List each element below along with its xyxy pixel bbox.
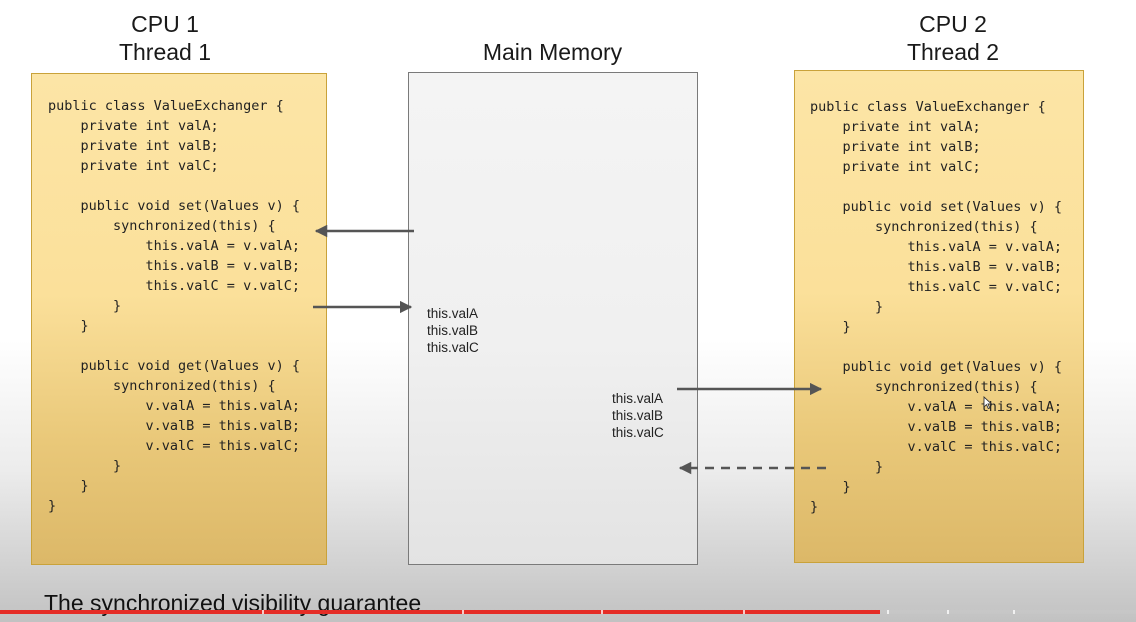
code-line: this.valC = v.valC; bbox=[810, 279, 1062, 295]
code-line: } bbox=[48, 498, 57, 514]
code-line: private int valB; bbox=[48, 138, 219, 154]
code-line: v.valC = this.valC; bbox=[48, 438, 300, 454]
memory-variable: this.valB bbox=[427, 323, 479, 338]
code-line: synchronized(this) { bbox=[810, 379, 1038, 395]
video-progress-bar[interactable] bbox=[0, 610, 1136, 614]
cpu1-box bbox=[31, 73, 327, 565]
code-line: this.valC = v.valC; bbox=[48, 278, 300, 294]
cpu2-box bbox=[794, 70, 1084, 563]
code-line: } bbox=[48, 478, 89, 494]
memory-variable: this.valA bbox=[427, 306, 479, 321]
code-line: v.valA = this.valA; bbox=[810, 399, 1062, 415]
cpu2-title: CPU 2 Thread 2 bbox=[848, 10, 1058, 66]
code-line: this.valB = v.valB; bbox=[48, 258, 300, 274]
code-line: private int valB; bbox=[810, 139, 981, 155]
cpu1-title-line1: CPU 1 bbox=[131, 11, 199, 37]
code-line: } bbox=[810, 479, 851, 495]
code-line: synchronized(this) { bbox=[48, 218, 276, 234]
memory-variable: this.valC bbox=[427, 340, 479, 355]
code-line: public class ValueExchanger { bbox=[48, 98, 284, 114]
cpu2-title-line2: Thread 2 bbox=[906, 39, 1000, 65]
progress-fill bbox=[0, 610, 881, 614]
code-line: } bbox=[48, 458, 122, 474]
code-line: public void get(Values v) { bbox=[48, 358, 300, 374]
code-line: } bbox=[48, 298, 122, 314]
code-line: v.valB = this.valB; bbox=[810, 419, 1062, 435]
code-line: } bbox=[810, 499, 819, 515]
cpu1-title-line2: Thread 1 bbox=[118, 39, 212, 65]
main-memory-box bbox=[408, 72, 698, 565]
code-line: this.valA = v.valA; bbox=[48, 238, 300, 254]
code-line: v.valB = this.valB; bbox=[48, 418, 300, 434]
cpu1-code: public class ValueExchanger { private in… bbox=[48, 96, 300, 516]
code-line: this.valB = v.valB; bbox=[810, 259, 1062, 275]
code-line: public class ValueExchanger { bbox=[810, 99, 1046, 115]
memory-vars-right: this.valA this.valB this.valC bbox=[612, 390, 664, 441]
code-line: synchronized(this) { bbox=[810, 219, 1038, 235]
memory-title: Main Memory bbox=[482, 39, 623, 65]
mouse-cursor-icon bbox=[983, 396, 993, 410]
code-line: } bbox=[810, 299, 884, 315]
cpu1-title: CPU 1 Thread 1 bbox=[60, 10, 270, 66]
code-line: this.valA = v.valA; bbox=[810, 239, 1062, 255]
code-line: public void set(Values v) { bbox=[810, 199, 1062, 215]
cpu2-title-line1: CPU 2 bbox=[919, 11, 987, 37]
code-line: public void get(Values v) { bbox=[810, 359, 1062, 375]
memory-variable: this.valA bbox=[612, 391, 664, 406]
code-line: synchronized(this) { bbox=[48, 378, 276, 394]
code-line: private int valA; bbox=[810, 119, 981, 135]
cpu2-code: public class ValueExchanger { private in… bbox=[810, 97, 1062, 517]
code-line: } bbox=[810, 319, 851, 335]
code-line: private int valC; bbox=[48, 158, 219, 174]
code-line: private int valC; bbox=[810, 159, 981, 175]
code-line: v.valA = this.valA; bbox=[48, 398, 300, 414]
memory-variable: this.valB bbox=[612, 408, 664, 423]
code-line: v.valC = this.valC; bbox=[810, 439, 1062, 455]
memory-vars-left: this.valA this.valB this.valC bbox=[427, 305, 479, 356]
memory-variable: this.valC bbox=[612, 425, 664, 440]
code-line: private int valA; bbox=[48, 118, 219, 134]
code-line: } bbox=[810, 459, 884, 475]
code-line: } bbox=[48, 318, 89, 334]
code-line: public void set(Values v) { bbox=[48, 198, 300, 214]
